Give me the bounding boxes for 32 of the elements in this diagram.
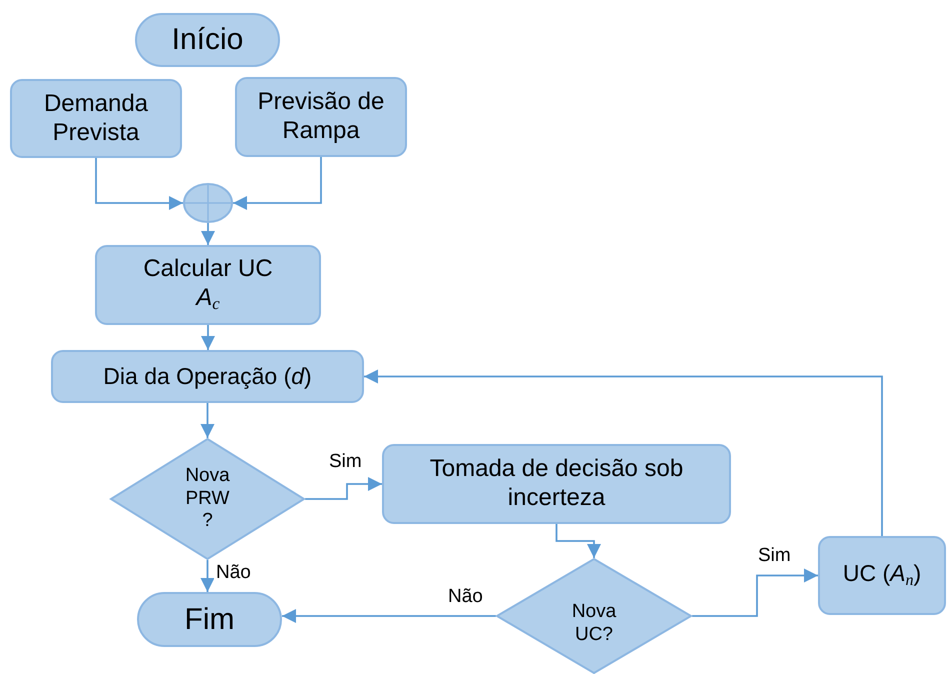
terminator-shape <box>135 13 280 67</box>
arrow <box>556 524 601 558</box>
arrow <box>305 477 382 500</box>
arrow <box>200 403 214 438</box>
node-label: Início <box>172 22 244 58</box>
process-box <box>95 245 321 325</box>
arrow <box>201 223 215 245</box>
node-label: Previsão de Rampa <box>256 88 386 146</box>
node-label: Calcular UC <box>143 255 273 284</box>
arrow <box>692 568 818 617</box>
node-label: Nova UC? <box>570 601 618 647</box>
process-box <box>382 444 731 524</box>
node-label: Nova PRW ? <box>184 464 231 534</box>
process-box <box>10 79 182 158</box>
process-box <box>818 536 946 615</box>
arrow <box>200 560 214 592</box>
decision-diamond <box>110 438 305 560</box>
node-label: Dia da Operação (d) <box>103 362 312 390</box>
arrow <box>201 325 215 350</box>
process-box <box>51 350 364 403</box>
node-label: Demanda Prevista <box>42 90 150 148</box>
arrow <box>233 157 322 210</box>
arrow <box>364 370 883 536</box>
node-label: A$_{c}$ <box>196 284 220 315</box>
node-label: Tomada de decisão sob incerteza <box>428 455 684 513</box>
node-label: UC (A$_{n}$) <box>842 560 922 591</box>
node-label: Fim <box>184 602 234 638</box>
decision-diamond <box>496 558 692 674</box>
arrow <box>282 609 496 623</box>
process-box <box>235 77 407 157</box>
arrow <box>95 158 183 210</box>
summing-junction <box>183 183 233 223</box>
